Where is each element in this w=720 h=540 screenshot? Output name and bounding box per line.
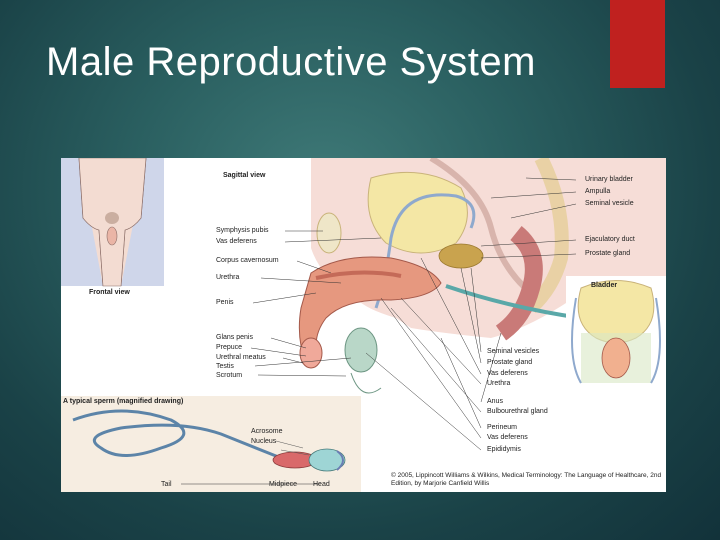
label-prostate-gland: Prostate gland <box>585 250 631 257</box>
figure-credit: © 2005, Lippincott Williams & Wilkins, M… <box>391 472 662 487</box>
accent-bar <box>610 0 665 88</box>
label-vas-deferens: Vas deferens <box>216 238 257 245</box>
label-ampulla: Ampulla <box>585 188 611 195</box>
leader-lines <box>181 177 577 485</box>
anatomy-figure: Sagittal view Frontal view A typical spe… <box>61 158 666 492</box>
rectum <box>495 225 543 341</box>
label-vas-deferens-b: Vas deferens <box>487 370 528 377</box>
sperm-tail <box>72 409 282 460</box>
sacrum <box>526 158 569 314</box>
label-tail: Tail <box>161 481 172 488</box>
label-seminal-vesicles-b: Seminal vesicles <box>487 348 540 355</box>
label-urethral-meatus: Urethral meatus <box>216 354 266 361</box>
label-scrotum: Scrotum <box>216 372 243 379</box>
label-head: Head <box>313 481 330 488</box>
label-perineum: Perineum <box>487 424 517 431</box>
label-seminal-vesicle: Seminal vesicle <box>585 200 634 207</box>
bladder-inset-label: Bladder <box>591 282 618 289</box>
label-bulbourethral-gland: Bulbourethral gland <box>487 408 548 415</box>
label-urinary-bladder: Urinary bladder <box>585 176 633 183</box>
sperm-panel-label: A typical sperm (magnified drawing) <box>63 398 184 405</box>
anatomy-illustration <box>61 158 666 492</box>
sperm-head <box>308 448 346 472</box>
frontal-view-label: Frontal view <box>89 289 130 296</box>
label-penis: Penis <box>216 299 234 306</box>
symphysis-pubis-shape <box>316 212 342 254</box>
label-nucleus: Nucleus <box>251 438 277 445</box>
pubic-region <box>105 212 119 224</box>
label-epididymis: Epididymis <box>487 446 521 453</box>
label-corpus-cavernosum: Corpus cavernosum <box>216 257 279 264</box>
slide-title: Male Reproductive System <box>46 40 536 84</box>
frontal-penis <box>106 226 118 246</box>
label-ejaculatory-duct: Ejaculatory duct <box>585 236 635 243</box>
label-midpiece: Midpiece <box>269 481 298 488</box>
label-urethra: Urethra <box>216 274 240 281</box>
label-glans-penis: Glans penis <box>216 334 253 341</box>
testis-shape <box>344 327 378 373</box>
label-prostate-gland-b: Prostate gland <box>487 359 533 366</box>
label-symphysis-pubis: Symphysis pubis <box>216 227 269 234</box>
label-testis: Testis <box>216 363 234 370</box>
label-anus: Anus <box>487 398 503 405</box>
glans-shape <box>299 337 323 369</box>
prostate-shape <box>438 243 484 269</box>
label-acrosome: Acrosome <box>251 428 283 435</box>
label-prepuce: Prepuce <box>216 344 243 351</box>
inset-arrow <box>445 284 582 320</box>
corpus-cavernosum-shape <box>315 270 402 280</box>
label-vas-deferens-c: Vas deferens <box>487 434 528 441</box>
label-urethra-b: Urethra <box>487 380 511 387</box>
sagittal-view-label: Sagittal view <box>223 172 266 179</box>
